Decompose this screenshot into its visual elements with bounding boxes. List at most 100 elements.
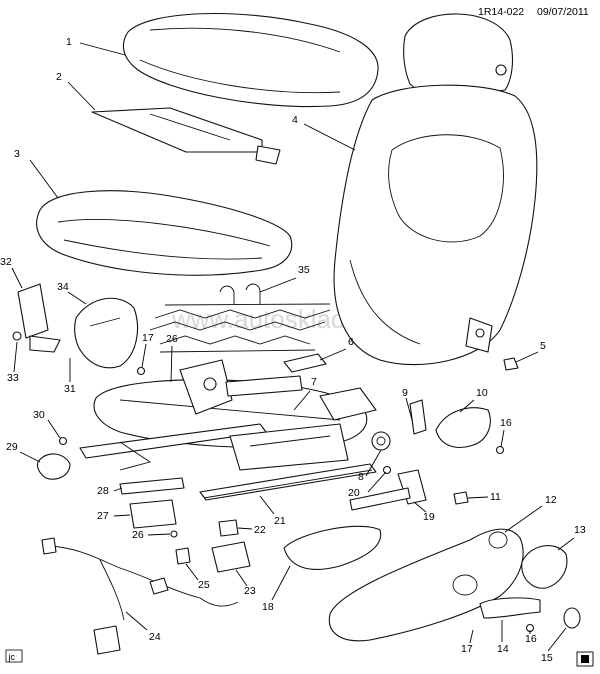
leader-line-c11	[467, 496, 489, 499]
callout-c13: 13	[574, 524, 586, 536]
callout-c17a: 17	[142, 332, 154, 344]
callout-c28: 28	[97, 485, 109, 497]
callout-c4: 4	[292, 114, 298, 126]
seat-side-shield	[74, 297, 146, 376]
corner-tag: jc	[8, 652, 16, 662]
callout-c26b: 26	[132, 529, 144, 541]
leader-line-c23	[235, 569, 248, 587]
callout-c33: 33	[7, 372, 19, 384]
seat-cushion-cover	[122, 12, 379, 108]
seat-bracket	[283, 353, 327, 373]
leader-line-c29	[19, 451, 41, 463]
leader-line-c17b	[469, 629, 474, 644]
electrical-connectors	[175, 519, 251, 573]
leader-line-c4	[303, 123, 356, 151]
leader-line-c9	[405, 397, 413, 421]
leader-line-c15	[547, 627, 567, 652]
seat-belt-buckle-assembly	[12, 283, 61, 353]
recliner-bracket	[435, 407, 505, 455]
seat-height-lever	[479, 597, 581, 633]
callout-c27: 27	[97, 510, 109, 522]
recliner-handle-knob	[521, 545, 568, 589]
callout-c35: 35	[298, 264, 310, 276]
corner-tag-box	[5, 649, 23, 663]
callout-c5: 5	[540, 340, 546, 352]
callout-c29: 29	[6, 441, 18, 453]
seat-inner-trim	[283, 525, 382, 570]
leader-line-c22	[237, 527, 253, 530]
callout-c1: 1	[66, 36, 72, 48]
leader-line-c32	[11, 267, 23, 289]
leader-line-c26b	[147, 533, 171, 536]
seat-heater-pad	[91, 107, 281, 165]
leader-line-c7	[293, 390, 311, 411]
diagram-date: 09/07/2011	[537, 6, 589, 18]
publisher-logo-inner	[581, 655, 589, 663]
leader-line-c28	[113, 487, 123, 492]
leader-line-c19	[413, 501, 427, 513]
diagram-code: 1R14-022	[478, 6, 524, 18]
callout-c22: 22	[254, 524, 266, 536]
leader-line-c17a	[141, 343, 147, 368]
leader-line-c10	[459, 399, 475, 413]
leader-line-c1	[79, 42, 126, 56]
callout-c3: 3	[14, 148, 20, 160]
callout-c21: 21	[274, 515, 286, 527]
leader-line-c5	[515, 351, 539, 363]
callout-c18: 18	[262, 601, 274, 613]
leader-line-c33	[13, 341, 18, 373]
callout-c24: 24	[149, 631, 161, 643]
callout-c7: 7	[311, 376, 317, 388]
callout-c10: 10	[476, 387, 488, 399]
seat-lower-bracket	[119, 477, 185, 495]
callout-c32: 32	[0, 256, 12, 268]
recliner-assembly	[349, 399, 427, 511]
callout-c15: 15	[541, 652, 553, 664]
seat-control-module	[129, 499, 178, 538]
callout-c25: 25	[198, 579, 210, 591]
callout-c17b: 17	[461, 643, 473, 655]
callout-c8: 8	[358, 471, 364, 483]
seat-bolts	[453, 357, 519, 505]
leader-line-c20	[367, 471, 387, 493]
callout-c30: 30	[33, 409, 45, 421]
leader-line-c27	[113, 514, 131, 517]
callout-c26a: 26	[166, 333, 178, 345]
leader-line-c18	[271, 565, 291, 601]
callout-c6: 6	[348, 336, 354, 348]
seat-lower-rail	[203, 469, 373, 499]
leader-line-c8	[365, 449, 382, 477]
seat-wiring-harness	[41, 537, 239, 655]
callout-leaders	[11, 42, 575, 652]
callout-c2: 2	[56, 71, 62, 83]
leader-line-c16a	[500, 429, 505, 448]
leader-line-c21	[259, 495, 275, 515]
callout-c11: 11	[490, 491, 501, 503]
callout-c16b: 16	[525, 633, 537, 645]
callout-c12: 12	[545, 494, 557, 506]
seat-suspension-spring	[149, 283, 331, 353]
leader-line-c24	[125, 611, 148, 631]
leader-line-c34	[67, 291, 87, 305]
seat-cushion-pad	[36, 190, 293, 276]
seat-switch	[36, 436, 71, 480]
callout-c23: 23	[244, 585, 256, 597]
leader-line-c26a	[170, 345, 173, 383]
callout-c14: 14	[497, 643, 509, 655]
leader-line-c12	[504, 505, 543, 533]
seat-back-assembly	[333, 13, 538, 366]
seat-outer-trim-panel	[328, 528, 524, 642]
leader-line-c6	[319, 348, 347, 361]
leader-line-c25	[185, 563, 199, 581]
leader-line-c13	[557, 537, 575, 551]
callout-c20: 20	[348, 487, 360, 499]
callout-c16a: 16	[500, 417, 512, 429]
callout-c31: 31	[64, 383, 76, 395]
leader-line-c3	[29, 159, 59, 199]
callout-c19: 19	[423, 511, 435, 523]
leader-line-c30	[47, 419, 61, 439]
callout-c34: 34	[57, 281, 69, 293]
